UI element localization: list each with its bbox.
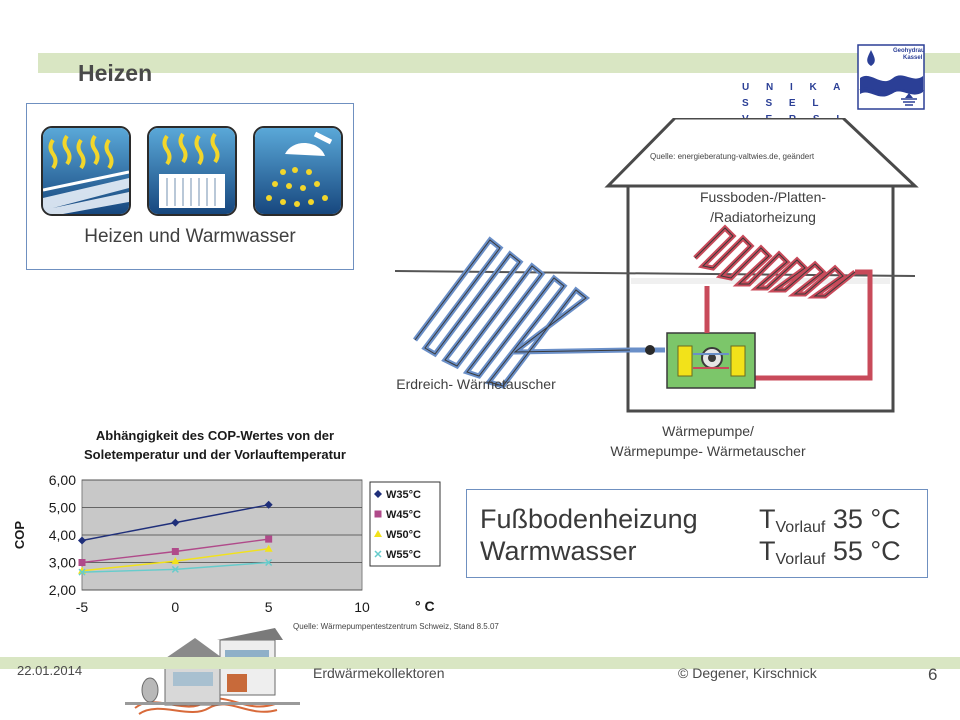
chart-x-unit: ° C <box>415 598 435 614</box>
floor-heating-label: Fußbodenheizung <box>480 504 698 534</box>
data-point <box>265 535 273 543</box>
hot-water-temp-value: 55 °C <box>825 536 901 566</box>
data-point <box>171 518 180 527</box>
header-band <box>38 53 960 73</box>
data-point <box>265 558 273 567</box>
logo-uni-row1: U N I K A S S E L <box>742 82 848 109</box>
hot-water-temp-symbol: T <box>759 536 776 566</box>
heating-icons-panel: Heizen und Warmwasser <box>26 103 354 270</box>
floor-heating-temp-value: 35 °C <box>825 504 901 534</box>
page-title: Heizen <box>78 60 153 86</box>
heating-label-line1: Fussboden-/Platten- <box>699 189 827 205</box>
footer-title: Erdwärmekollektoren <box>313 665 445 681</box>
chart-source: Quelle: Wärmepumpentestzentrum Schweiz, … <box>293 622 499 631</box>
page-number: 6 <box>928 665 938 684</box>
x-tick-label: -5 <box>76 599 89 615</box>
footer-band <box>0 657 960 669</box>
radiator-icon <box>147 126 237 216</box>
house-illustration <box>125 628 300 715</box>
data-point <box>171 557 180 565</box>
chart-title-line1: Abhängigkeit des COP-Wertes von der <box>95 428 335 443</box>
icon-box-caption: Heizen und Warmwasser <box>84 226 296 247</box>
data-point <box>171 548 179 555</box>
floor-heating-temp-sub: Vorlauf <box>775 519 826 536</box>
legend <box>369 481 441 567</box>
y-tick-label: 2,00 <box>49 582 76 598</box>
svg-text:Kassel: Kassel <box>903 55 923 61</box>
heat-pump-label-line1: Wärmepumpe/ <box>662 423 754 439</box>
heat-pump-diagram <box>395 118 919 413</box>
x-tick-label: 10 <box>354 599 370 615</box>
hot-water-label: Warmwasser <box>480 536 637 566</box>
geohydraulik-logo: Geohydraulik Kassel <box>857 44 925 110</box>
floor-heating-temp: TVorlauf 35 °C <box>759 503 901 544</box>
floor-heating-icon <box>41 126 131 216</box>
heating-label-line2: /Radiatorheizung <box>710 209 816 225</box>
data-point <box>264 500 273 509</box>
shower-icon <box>253 126 343 216</box>
ground-exchanger-label: Erdreich- Wärmetauscher <box>396 376 556 392</box>
footer-date: 22.01.2014 <box>17 663 83 678</box>
data-point <box>171 565 179 573</box>
legend-marker <box>374 510 382 518</box>
floor-heating-temp-symbol: T <box>759 504 776 534</box>
hot-water-temp-sub: Vorlauf <box>775 551 826 568</box>
legend-label: W55°C <box>386 549 421 561</box>
legend-marker <box>374 530 382 537</box>
x-tick-label: 0 <box>171 599 179 615</box>
chart-title-line2: Soletemperatur und der Vorlauftemperatur <box>84 447 346 462</box>
svg-text:Geohydraulik: Geohydraulik <box>893 48 925 54</box>
hot-water-temp: TVorlauf 55 °C <box>759 535 901 576</box>
cop-chart: 2,00 3,00 4,00 5,00 6,00 -5 0 5 10 COP W35°C W45°C W… <box>12 472 441 615</box>
y-tick-label: 4,00 <box>49 527 76 543</box>
legend-label: W50°C <box>386 529 421 541</box>
heat-pump-label-line2: Wärmepumpe- Wärmetauscher <box>610 443 806 459</box>
y-tick-label: 6,00 <box>49 472 76 488</box>
legend-label: W45°C <box>386 509 421 521</box>
y-tick-label: 5,00 <box>49 500 76 516</box>
footer-copyright: © Degener, Kirschnick <box>678 665 817 681</box>
legend-marker <box>374 550 382 558</box>
legend-marker <box>374 490 382 498</box>
temperature-panel: Fußbodenheizung TVorlauf 35 °C Warmwasse… <box>466 489 928 578</box>
data-point <box>78 536 86 545</box>
heat-pump-label: Wärmepumpe/ Wärmepumpe- Wärmetauscher <box>568 421 848 461</box>
data-point <box>264 544 273 552</box>
y-axis-label: COP <box>12 521 27 550</box>
x-tick-label: 5 <box>265 599 273 615</box>
data-point <box>78 559 86 566</box>
data-point <box>78 568 86 576</box>
chart-title: Abhängigkeit des COP-Wertes von der Sole… <box>40 426 390 464</box>
legend-label: W35°C <box>386 489 421 501</box>
diagram-source: Quelle: energieberatung-valtwies.de, geä… <box>650 152 815 161</box>
heating-label: Fussboden-/Platten- /Radiatorheizung <box>668 187 858 227</box>
y-tick-label: 3,00 <box>49 555 76 571</box>
